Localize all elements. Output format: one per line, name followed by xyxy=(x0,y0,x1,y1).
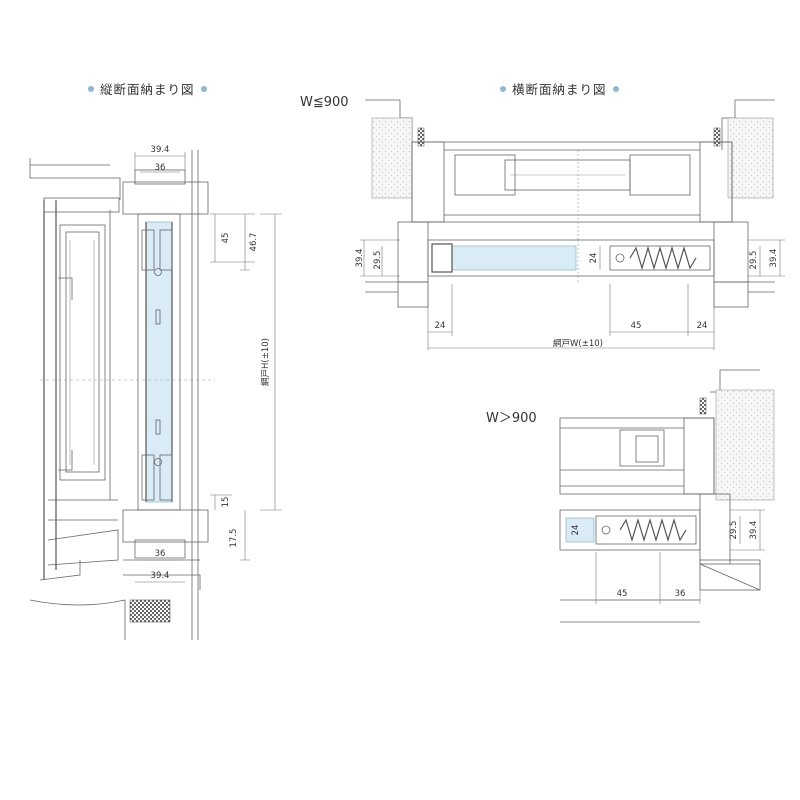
horizontal-section-large xyxy=(559,369,775,623)
dim-h-bottom-24-left: 24 xyxy=(435,321,446,331)
bullet-dot-icon xyxy=(500,85,506,92)
dim-45: 45 xyxy=(221,233,231,244)
horizontal-section-title: 横断面納まり図 xyxy=(512,82,607,97)
dim-bottom-36: 36 xyxy=(155,549,166,559)
bullet-dot-icon xyxy=(612,85,619,92)
dim-h-bottom-45: 45 xyxy=(631,321,642,331)
dim-bottom-39-4: 39.4 xyxy=(151,571,170,581)
dim-h-29-5-right: 29.5 xyxy=(749,251,759,270)
dim-h-screen-width: 網戸W(±10) xyxy=(553,338,603,349)
dim-h-29-5-left: 29.5 xyxy=(373,251,383,270)
dim-h-bottom-24-right: 24 xyxy=(697,321,708,331)
dim-screen-height: 網戸H(±10) xyxy=(260,338,271,386)
dim-h-39-4-left: 39.4 xyxy=(355,249,365,268)
dim-17-5: 17.5 xyxy=(229,529,239,548)
dim-l-24-glass: 24 xyxy=(571,525,581,536)
dim-46-7: 46.7 xyxy=(249,233,259,252)
dim-l-29-5: 29.5 xyxy=(729,521,739,540)
dim-h-39-4-right: 39.4 xyxy=(769,249,779,268)
case-label-small: W≦900 xyxy=(300,95,349,110)
bullet-dot-icon xyxy=(200,85,207,92)
dim-15: 15 xyxy=(221,497,231,508)
bullet-dot-icon xyxy=(88,85,94,92)
horizontal-section-small xyxy=(360,99,785,350)
dim-l-45: 45 xyxy=(617,589,628,599)
dim-top-39-4: 39.4 xyxy=(151,145,170,155)
vertical-section xyxy=(29,150,282,640)
vertical-section-title: 縦断面納まり図 xyxy=(100,82,195,97)
dim-h-24-glass: 24 xyxy=(589,253,599,264)
vertical-section-heading: 縦断面納まり図 xyxy=(88,79,207,98)
horizontal-section-heading: 横断面納まり図 xyxy=(500,79,619,98)
dim-top-36: 36 xyxy=(155,163,166,173)
case-label-large: W＞900 xyxy=(486,411,537,426)
dim-l-36: 36 xyxy=(675,589,686,599)
dim-l-39-4: 39.4 xyxy=(749,521,759,540)
